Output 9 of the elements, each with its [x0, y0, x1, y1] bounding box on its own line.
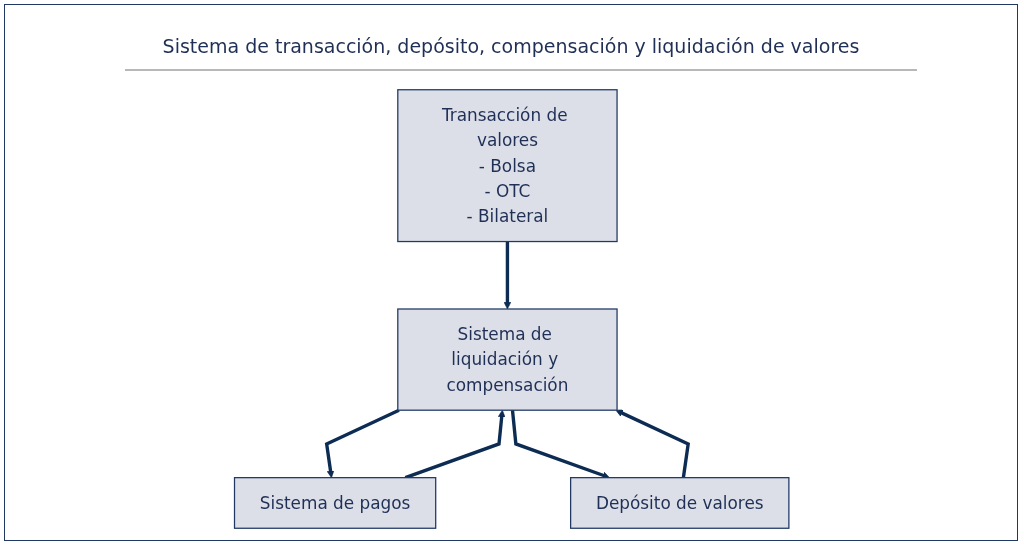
node-box: Transacción de valores - Bolsa - OTC - Bilateral: [397, 89, 618, 243]
node-box: Depósito de valores: [570, 477, 790, 529]
arrow: [511, 410, 611, 479]
diagram-title: Sistema de transacción, depósito, compensación y liquidación de valores: [161, 35, 861, 57]
node-box: Sistema de pagos: [234, 477, 437, 529]
arrow: [504, 241, 512, 310]
node-box: Sistema de liquidación y compensación: [397, 308, 618, 411]
arrow: [615, 409, 691, 478]
arrow: [325, 408, 400, 478]
